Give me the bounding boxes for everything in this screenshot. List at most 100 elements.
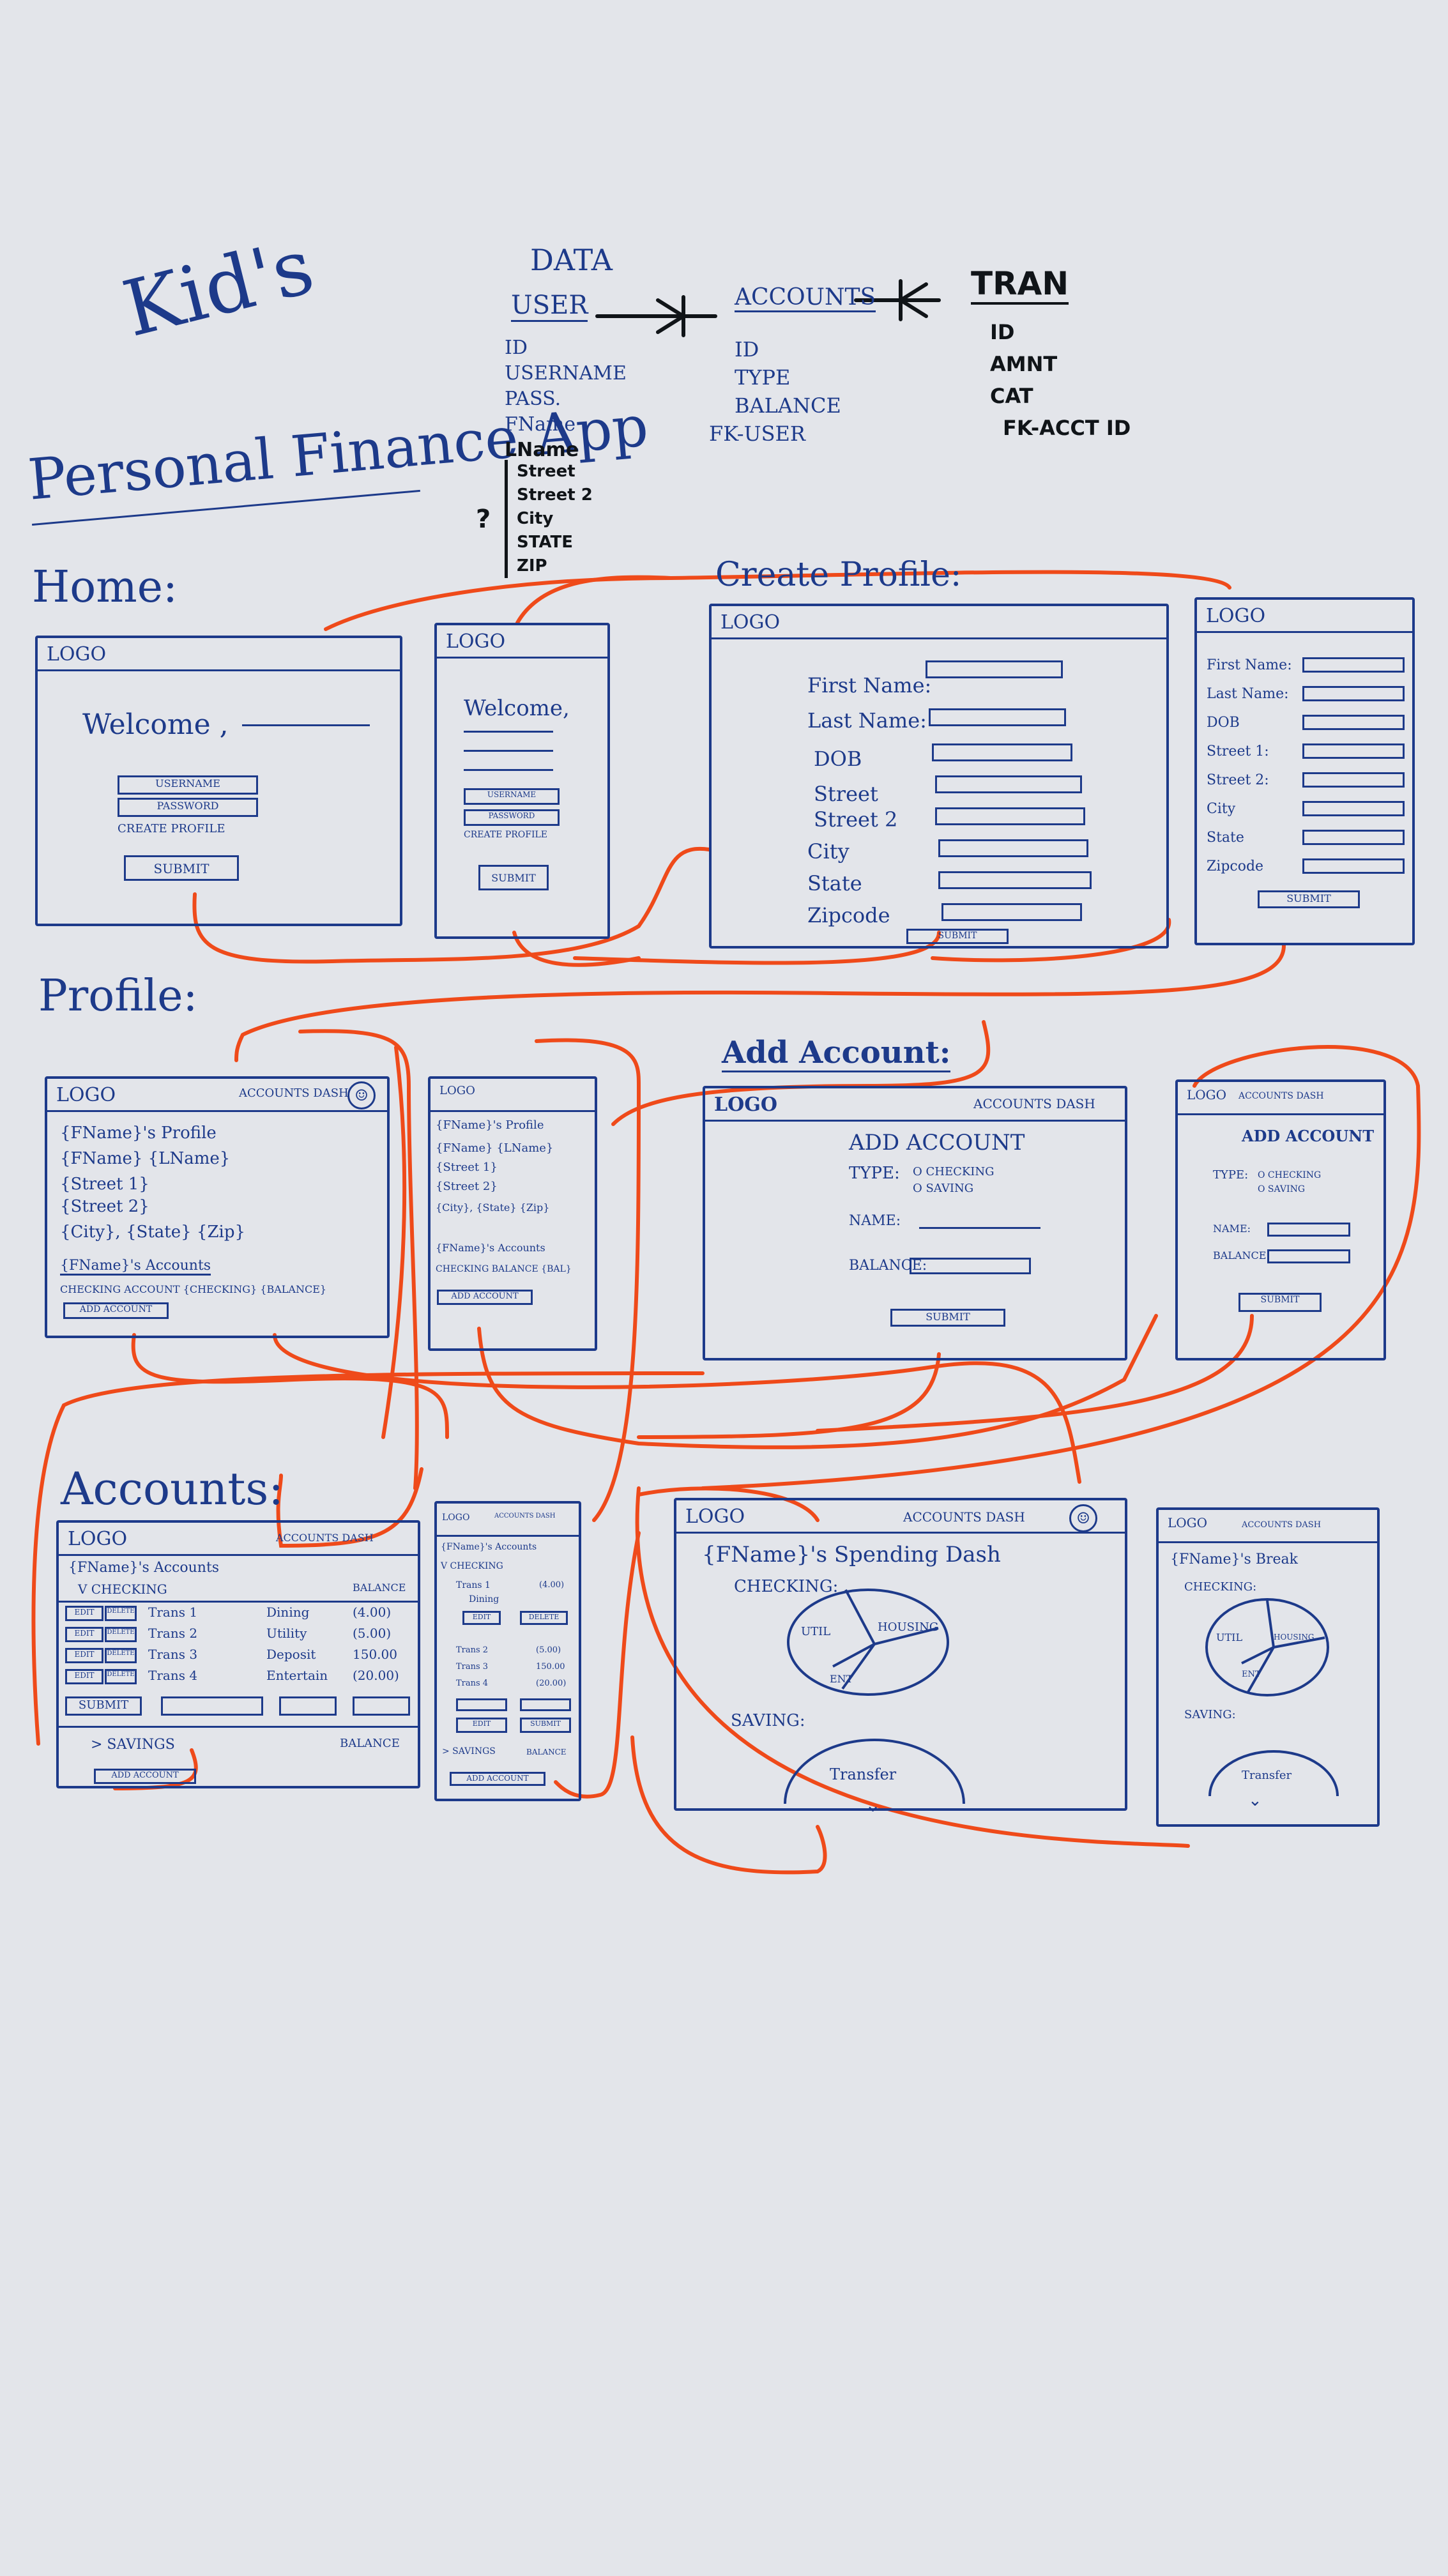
nav-links[interactable]: ACCOUNTS DASH [973, 1096, 1095, 1111]
balance-field[interactable] [1267, 1249, 1350, 1263]
checking-radio[interactable]: O CHECKING [1258, 1170, 1322, 1180]
delete-button[interactable]: DELETE [105, 1627, 137, 1642]
profile-wireframe-desktop: LOGO ACCOUNTS DASH ☺ {FName}'s Profile {… [45, 1076, 390, 1338]
saving-radio[interactable]: O SAVING [1258, 1184, 1306, 1194]
zipcode-field[interactable] [1302, 858, 1405, 874]
section-accounts: Accounts: [61, 1463, 284, 1515]
text-line [464, 731, 553, 733]
username-field[interactable]: USERNAME [464, 788, 560, 805]
amount-field[interactable] [353, 1696, 410, 1716]
saving-radio[interactable]: O SAVING [913, 1182, 974, 1195]
street-field[interactable] [935, 775, 1082, 793]
add-account-button[interactable]: ADD ACCOUNT [94, 1769, 196, 1784]
savings-toggle[interactable]: > SAVINGS [91, 1737, 175, 1753]
delete-button[interactable]: DELETE [105, 1606, 137, 1621]
new-transaction-field[interactable] [456, 1698, 507, 1711]
type-options[interactable]: O CHECKING O SAVING [913, 1164, 995, 1197]
delete-button[interactable]: DELETE [105, 1669, 137, 1684]
zipcode-field[interactable] [941, 903, 1082, 921]
avatar-icon[interactable]: ☺ [1069, 1504, 1097, 1532]
nav-links[interactable]: ACCOUNTS DASH [276, 1532, 374, 1544]
user-entity-fields: ID USERNAME PASS. FName LName [505, 337, 627, 461]
field-label: DOB [1207, 715, 1240, 731]
submit-button[interactable]: SUBMIT [124, 855, 239, 881]
create-profile-link[interactable]: CREATE PROFILE [118, 822, 225, 835]
password-field[interactable]: PASSWORD [464, 809, 560, 826]
accounts-row[interactable]: CHECKING BALANCE {BAL} [436, 1264, 572, 1274]
password-field[interactable]: PASSWORD [118, 798, 258, 817]
logo: LOGO [431, 1079, 595, 1112]
submit-button[interactable]: SUBMIT [478, 865, 549, 890]
street2-field[interactable] [935, 807, 1085, 825]
field-label: Street 2 [814, 807, 898, 832]
edit-button[interactable]: EDIT [65, 1648, 103, 1663]
transaction-amount: 150.00 [536, 1662, 565, 1672]
account-name-field[interactable] [919, 1215, 1040, 1229]
state-field[interactable] [1302, 830, 1405, 845]
last-name-field[interactable] [929, 708, 1066, 726]
add-account-button[interactable]: ADD ACCOUNT [450, 1772, 545, 1786]
add-account-wireframe-mobile: LOGO ACCOUNTS DASH ADD ACCOUNT TYPE: O C… [1175, 1079, 1386, 1360]
profile-name: {FName} {LName} [60, 1149, 231, 1168]
edit-button[interactable]: EDIT [456, 1718, 507, 1733]
edit-button[interactable]: EDIT [65, 1627, 103, 1642]
type-options[interactable]: O CHECKING O SAVING [1258, 1168, 1321, 1196]
transaction-name: Trans 2 [148, 1626, 198, 1641]
transaction-category: Deposit [266, 1647, 316, 1662]
nav-links[interactable]: ACCOUNTS DASH [239, 1086, 349, 1100]
category-select[interactable] [279, 1696, 337, 1716]
submit-button[interactable]: SUBMIT [520, 1718, 571, 1733]
chevron-down-icon[interactable]: ⌄ [865, 1794, 881, 1817]
checking-toggle[interactable]: V CHECKING [441, 1561, 503, 1571]
create-profile-link[interactable]: CREATE PROFILE [464, 830, 548, 840]
nav-links[interactable]: ACCOUNTS DASH [1238, 1091, 1324, 1101]
state-field[interactable] [938, 871, 1092, 889]
accounts-title: {FName}'s Accounts [68, 1560, 220, 1576]
accounts-title: {FName}'s Accounts [441, 1542, 537, 1552]
dob-field[interactable] [1302, 715, 1405, 730]
edit-button[interactable]: EDIT [65, 1606, 103, 1621]
checking-toggle[interactable]: V CHECKING [78, 1581, 167, 1597]
submit-button[interactable]: SUBMIT [65, 1696, 142, 1716]
chevron-down-icon[interactable]: ⌄ [1248, 1791, 1262, 1810]
city-field[interactable] [938, 839, 1088, 857]
profile-city-state-zip: {City}, {State} {Zip} [60, 1223, 246, 1242]
balance-label: BALANCE [353, 1581, 406, 1594]
amount-field[interactable] [520, 1698, 571, 1711]
submit-button[interactable]: SUBMIT [890, 1309, 1005, 1327]
section-profile: Profile: [38, 971, 198, 1021]
edit-button[interactable]: EDIT [65, 1669, 103, 1684]
edit-button[interactable]: EDIT [462, 1611, 501, 1625]
address-fields: Street Street 2 City STATE ZIP [505, 460, 593, 578]
divider [59, 1726, 418, 1728]
first-name-field[interactable] [1302, 657, 1405, 673]
checking-radio[interactable]: O CHECKING [913, 1165, 995, 1178]
accounts-row[interactable]: CHECKING ACCOUNT {CHECKING} {BALANCE} [60, 1283, 327, 1295]
new-transaction-field[interactable] [161, 1696, 263, 1716]
submit-button[interactable]: SUBMIT [906, 929, 1009, 944]
delete-button[interactable]: DELETE [520, 1611, 568, 1625]
city-field[interactable] [1302, 801, 1405, 816]
type-label: TYPE: [849, 1164, 900, 1183]
avatar-icon[interactable]: ☺ [347, 1081, 376, 1109]
balance-field[interactable] [910, 1258, 1031, 1274]
savings-toggle[interactable]: > SAVINGS [442, 1746, 496, 1757]
nav-links[interactable]: ACCOUNTS DASH [1242, 1520, 1322, 1530]
first-name-field[interactable] [926, 660, 1063, 678]
submit-button[interactable]: SUBMIT [1238, 1293, 1322, 1312]
username-field[interactable]: USERNAME [118, 775, 258, 795]
name-label: NAME: [1213, 1223, 1251, 1235]
account-name-field[interactable] [1267, 1223, 1350, 1237]
add-account-button[interactable]: ADD ACCOUNT [437, 1290, 533, 1305]
nav-links[interactable]: ACCOUNTS DASH [494, 1513, 556, 1520]
last-name-field[interactable] [1302, 686, 1405, 701]
submit-button[interactable]: SUBMIT [1258, 890, 1360, 908]
add-account-button[interactable]: ADD ACCOUNT [63, 1302, 169, 1319]
slice-label-housing: HOUSING [1274, 1633, 1315, 1642]
nav-links[interactable]: ACCOUNTS DASH [903, 1509, 1025, 1525]
balance-label: BALANCE [526, 1748, 567, 1757]
street1-field[interactable] [1302, 743, 1405, 759]
dob-field[interactable] [932, 743, 1072, 761]
street2-field[interactable] [1302, 772, 1405, 788]
delete-button[interactable]: DELETE [105, 1648, 137, 1663]
